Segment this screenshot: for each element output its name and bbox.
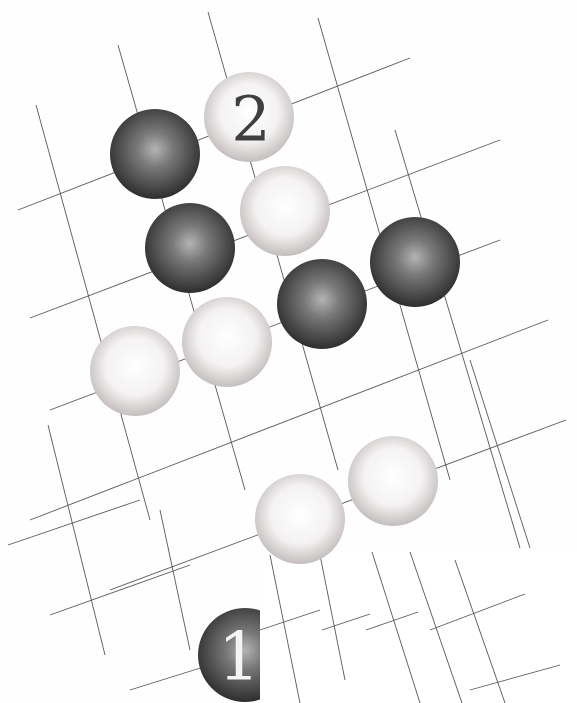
white-stone [348, 436, 438, 526]
white-stone [240, 166, 330, 256]
board-grid-lower [258, 548, 577, 703]
move-number-1: 1 [218, 619, 260, 696]
grid-line [50, 565, 190, 615]
stone-disc [255, 474, 345, 564]
black-stone [145, 203, 235, 293]
grid-line [160, 510, 190, 650]
white-stone-2: 2 [204, 72, 294, 162]
black-stone [110, 109, 200, 199]
stone-disc [182, 297, 272, 387]
grid-line [470, 360, 530, 548]
white-stone [255, 474, 345, 564]
move-number-2: 2 [231, 83, 270, 156]
white-stone [90, 326, 180, 416]
stone-disc [277, 259, 367, 349]
stone-disc [110, 109, 200, 199]
stone-disc [90, 326, 180, 416]
black-stone [370, 217, 460, 307]
white-stone [182, 297, 272, 387]
grid-line [8, 500, 140, 545]
stone-disc [348, 436, 438, 526]
stone-disc [370, 217, 460, 307]
black-stone [277, 259, 367, 349]
grid-line [130, 665, 210, 690]
stone-disc [145, 203, 235, 293]
grid-line [48, 425, 105, 655]
stone-disc [240, 166, 330, 256]
